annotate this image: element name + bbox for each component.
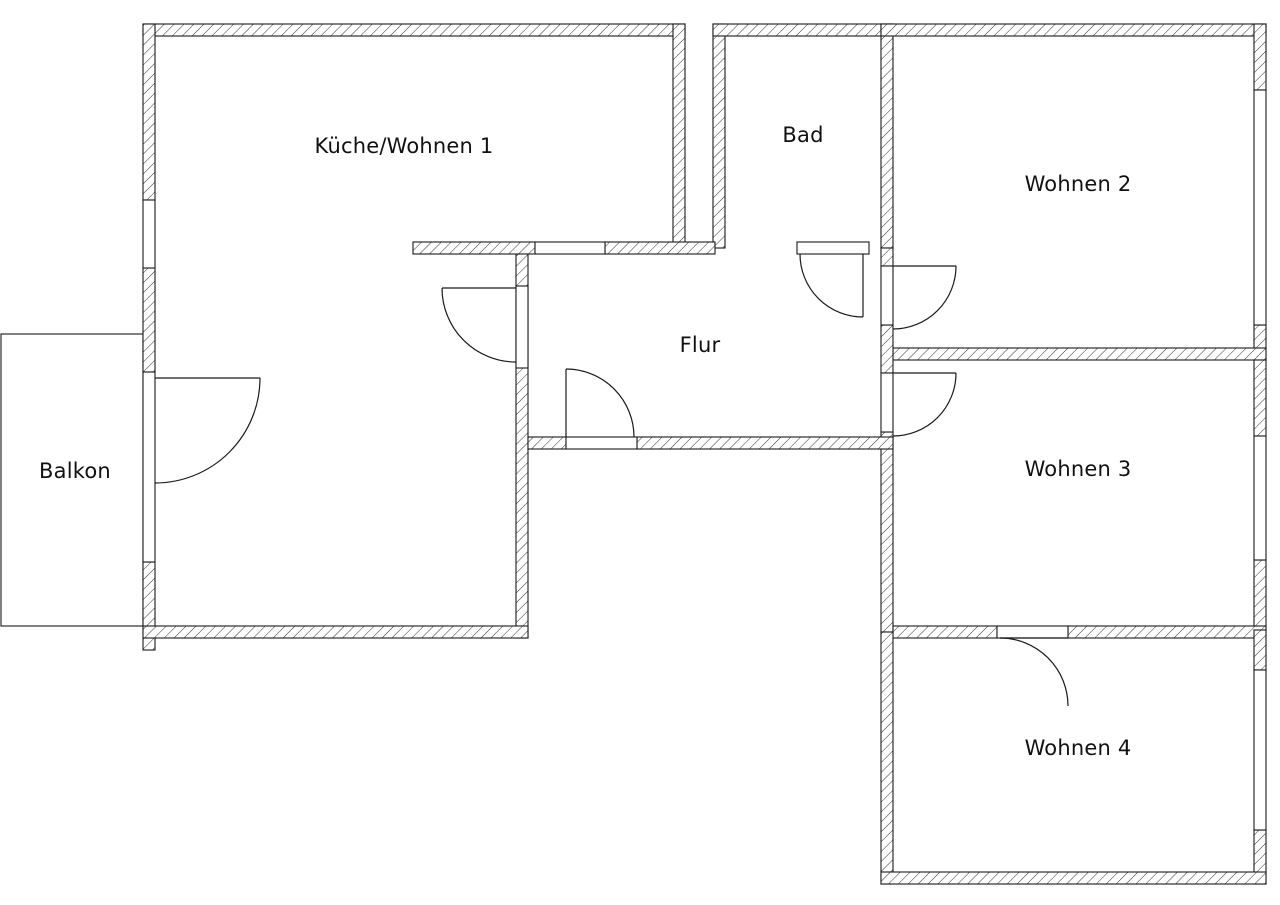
wall-wohnen3-right-top [1253, 359, 1267, 437]
room-label-kueche-wohnen-1: Küche/Wohnen 1 [315, 134, 494, 158]
wohnen4-door-swing-arc [999, 637, 1069, 707]
window-wohnen2-right [1253, 89, 1267, 326]
window-wohnen3-right [1253, 435, 1267, 561]
bad-door[interactable] [799, 253, 864, 318]
kueche-door-swing-arc [441, 287, 517, 363]
wall-flur-right-c [880, 431, 894, 633]
room-label-wohnen-4: Wohnen 4 [1025, 736, 1132, 760]
window-flur-top [534, 241, 606, 255]
wall-bad-right [880, 23, 894, 249]
wall-wohnen2-bottom [892, 347, 1267, 361]
wall-wohnen4-bottom [880, 871, 1267, 885]
room-label-wohnen-2: Wohnen 2 [1025, 172, 1132, 196]
wall-outer-left-mid [142, 267, 156, 373]
room-label-balkon: Balkon [39, 459, 111, 483]
wall-outer-top-left [142, 23, 686, 37]
wohnen3-door[interactable] [892, 372, 957, 437]
wall-bad-left [712, 23, 726, 249]
balcony-door[interactable] [154, 377, 261, 484]
bad-door-swing-arc [799, 253, 864, 318]
wall-outer-left-upper [142, 23, 156, 201]
wall-flur-bottom-left [527, 436, 567, 450]
balkon-outline [0, 333, 144, 627]
door-opening-wohnen2 [880, 265, 894, 326]
room-label-flur: Flur [680, 333, 721, 357]
flur-bottom-door[interactable] [565, 368, 635, 438]
wall-flur-bottom-right [636, 436, 894, 450]
wohnen2-door[interactable] [892, 265, 957, 330]
wall-bad-top [712, 23, 894, 37]
balcony-door-swing-arc [154, 377, 261, 484]
flur-bottom-door-swing-arc [565, 368, 635, 438]
balcony-door-opening [142, 371, 156, 563]
window-wohnen4-right [1253, 669, 1267, 831]
door-opening-bad [796, 241, 870, 255]
wall-kueche-right-upper [672, 23, 686, 249]
wohnen2-door-swing-arc [892, 265, 957, 330]
door-opening-kueche [515, 285, 529, 369]
wall-wohnen3-right-bottom [1253, 559, 1267, 631]
wall-wohnen3-bottom-right [1067, 625, 1267, 639]
window-kueche-left-upper [142, 199, 156, 269]
wall-wohnen4-right-top [1253, 629, 1267, 671]
window-and-door-openings-layer [142, 89, 1267, 831]
structural-walls-layer [142, 23, 1267, 885]
wohnen4-door[interactable] [999, 637, 1069, 707]
door-opening-wohnen4 [996, 625, 1069, 639]
door-opening-flur-bottom [565, 436, 638, 450]
wohnen3-door-swing-arc [892, 372, 957, 437]
wall-wohnen2-right-top [1253, 23, 1267, 91]
wall-flur-top-left [412, 241, 536, 255]
wall-flur-top-right [604, 241, 716, 255]
wall-wohnen2-top [880, 23, 1267, 37]
wall-flur-right-b [880, 324, 894, 374]
room-label-wohnen-3: Wohnen 3 [1025, 457, 1132, 481]
wall-wohnen3-bottom-left [892, 625, 998, 639]
wall-flur-right-a [880, 247, 894, 267]
room-label-bad: Bad [782, 123, 823, 147]
kueche-door[interactable] [441, 287, 517, 363]
wall-kueche-bottom [142, 625, 529, 639]
balcony-walls-layer [0, 333, 144, 627]
door-swings-layer [154, 253, 1069, 707]
wall-wohnen4-left [880, 631, 894, 885]
door-opening-wohnen3 [880, 372, 894, 433]
